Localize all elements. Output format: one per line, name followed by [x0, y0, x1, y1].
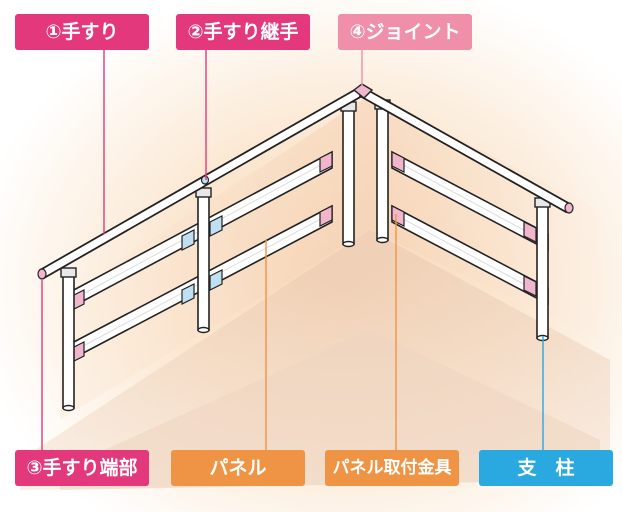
- handrail-joint-marker: [200, 175, 210, 185]
- leader-lines: [41, 50, 544, 450]
- label-panel-fitting: パネル取付金具: [325, 450, 459, 486]
- label-panel: パネル: [171, 450, 305, 486]
- label-handrail: ①手すり: [15, 14, 149, 50]
- post-left-2: [195, 187, 212, 334]
- label-post: 支 柱: [479, 450, 613, 486]
- panel-fitting-right: [391, 151, 537, 297]
- label-handrail-end: ③手すり端部: [15, 450, 149, 486]
- post-left-1: [60, 267, 77, 412]
- post-right-1: [374, 99, 391, 244]
- corner-joint: [352, 83, 374, 99]
- handrail-end-cap: [37, 268, 47, 280]
- post-right-2: [534, 197, 551, 342]
- post-left-3: [340, 101, 357, 248]
- label-joint: ④ジョイント: [338, 14, 472, 50]
- label-handrail-joint: ②手すり継手: [176, 14, 310, 50]
- panel-fitting-left: [71, 151, 333, 363]
